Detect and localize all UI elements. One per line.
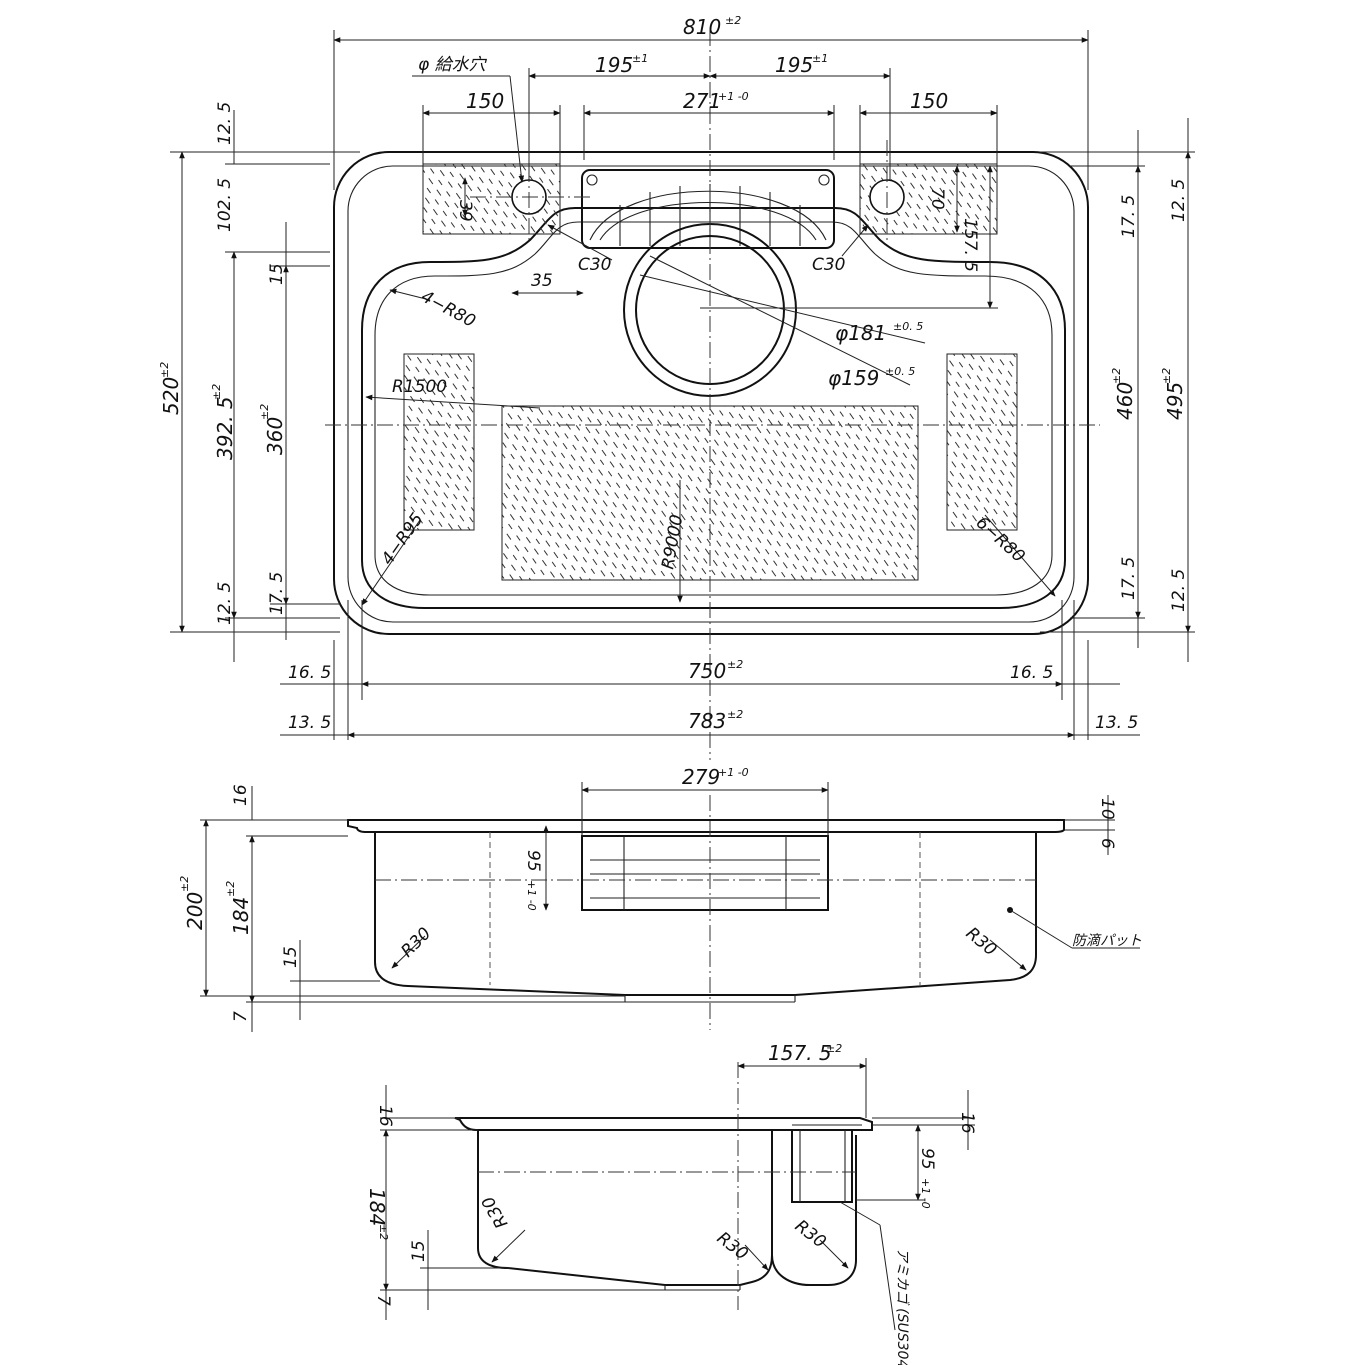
- left-102-5-label: 102. 5: [215, 178, 235, 232]
- drain-outer-label: φ181: [835, 321, 886, 345]
- front-section-view: 279 +1 -0 200 ±2 184 ±2 16 15 7 95 +1 -0…: [178, 765, 1142, 1032]
- left-12-5-bottom-label: 12. 5: [215, 582, 235, 625]
- front-depth-200-tol: ±2: [178, 876, 191, 892]
- front-bowl: [374, 832, 1037, 996]
- radius-r1500-label: R1500: [392, 377, 447, 397]
- bowl-width-750-label: 750: [688, 659, 726, 683]
- front-dim-15-label: 15: [281, 946, 301, 968]
- chamfer-c30-left: C30: [578, 255, 612, 275]
- drain-inner-label: φ159: [828, 366, 879, 390]
- right-pad: [946, 353, 1018, 531]
- left-360-label: 360: [263, 417, 287, 455]
- edge-13-5-left-label: 13. 5: [288, 713, 331, 733]
- side-dim-15-label: 15: [409, 1240, 429, 1262]
- left-392-5-label: 392. 5: [213, 396, 237, 460]
- bowl-inner-outline: [374, 221, 1053, 596]
- bowl-width-750-tol: ±2: [727, 658, 743, 671]
- front-depth-184-label: 184: [229, 897, 253, 935]
- side-dim-157-5-label: 157. 5: [768, 1041, 832, 1065]
- edge-16-5-left-label: 16. 5: [288, 663, 331, 683]
- front-r30-right-label: R30: [962, 924, 1000, 961]
- side-dim-95-tol: +1 -0: [919, 1178, 932, 1209]
- side-depth-184-label: 184: [365, 1188, 389, 1226]
- front-dim-16-label: 16: [231, 784, 251, 806]
- side-dim-16-right-label: 16: [957, 1112, 977, 1134]
- left-520-tol: ±2: [158, 362, 171, 378]
- side-rim: [454, 1117, 873, 1131]
- side-r30-a-label: R30: [478, 1193, 512, 1232]
- drain-inner-tol: ±0. 5: [885, 365, 915, 378]
- right-12-5-top-label: 12. 5: [1169, 179, 1189, 222]
- faucet-spacing-right-label: 195: [775, 53, 813, 77]
- left-360-tol: ±2: [258, 404, 271, 420]
- sink-outer-rim: [333, 151, 1089, 635]
- faucet-spacing-left-tol: ±1: [632, 52, 648, 65]
- deck-right-150-label: 150: [910, 89, 948, 113]
- right-17-5-bottom-label: 17. 5: [1119, 557, 1139, 600]
- left-12-5-top-label: 12. 5: [215, 102, 235, 145]
- left-392-5-tol: ±2: [210, 384, 223, 400]
- front-dim-95-label: 95: [523, 850, 543, 872]
- right-17-5-top-label: 17. 5: [1119, 195, 1139, 238]
- radius-4r80-label: 4−R80: [418, 287, 479, 332]
- right-495-label: 495: [1163, 382, 1187, 420]
- overall-width-label: 810: [683, 15, 721, 39]
- front-dim-95-tol: +1 -0: [525, 880, 538, 911]
- drain-outer-tol: ±0. 5: [893, 320, 923, 333]
- dim-35-label: 35: [531, 271, 553, 291]
- right-460-label: 460: [1113, 382, 1137, 420]
- overall-width-tol: ±2: [725, 14, 741, 27]
- front-r30-left-label: R30: [397, 924, 435, 962]
- side-r30-b-label: R30: [713, 1228, 752, 1264]
- left-520-label: 520: [159, 377, 183, 415]
- edge-13-5-right-label: 13. 5: [1095, 713, 1138, 733]
- front-dim-6-label: 6: [1097, 838, 1117, 849]
- dim-157-5-label: 157. 5: [960, 218, 980, 272]
- front-depth-184-tol: ±2: [224, 881, 237, 897]
- plan-view: 810 ±2 195 ±1 195 ±1 150 150 271 +1 -0 φ…: [158, 14, 1195, 760]
- faucet-spacing-left-label: 195: [595, 53, 633, 77]
- side-r30-c-label: R30: [791, 1216, 830, 1252]
- radius-4r95-label: 4−R95: [378, 509, 428, 568]
- front-basket: [581, 822, 829, 911]
- left-17-5-label: 17. 5: [267, 572, 287, 615]
- left-15-label: 15: [267, 263, 287, 285]
- side-material-label: アミカゴ (SUS304): [894, 1248, 910, 1365]
- dim-70-label: 70: [927, 188, 947, 210]
- front-depth-200-label: 200: [183, 892, 207, 930]
- right-460-tol: ±2: [1110, 368, 1123, 384]
- side-dim-157-5-tol: ±2: [826, 1042, 842, 1055]
- basket-width-label: 271: [683, 89, 721, 113]
- chamfer-c30-right: C30: [812, 255, 846, 275]
- faucet-spacing-right-tol: ±1: [812, 52, 828, 65]
- side-bowl: [477, 1130, 773, 1286]
- hole-label: φ 給水穴: [418, 55, 488, 75]
- side-depth-184-tol: ±2: [377, 1224, 390, 1240]
- front-pad-label: 防滴パット: [1072, 933, 1142, 949]
- side-dim-16-left-label: 16: [375, 1105, 395, 1127]
- side-section-view: 157. 5 ±2 16 184 ±2 15 7 16 95 +1 -0 R30…: [365, 1041, 977, 1365]
- front-basket-279-label: 279: [682, 765, 720, 789]
- right-495-tol: ±2: [1160, 368, 1173, 384]
- side-dim-7-label: 7: [373, 1295, 393, 1306]
- edge-16-5-right-label: 16. 5: [1010, 663, 1053, 683]
- width-783-tol: ±2: [727, 708, 743, 721]
- left-pad: [403, 353, 475, 531]
- deck-left-150-label: 150: [466, 89, 504, 113]
- front-dim-7-label: 7: [231, 1011, 251, 1022]
- right-12-5-bottom-label: 12. 5: [1169, 569, 1189, 612]
- front-dim-10-label: 10: [1097, 798, 1117, 820]
- side-basket: [791, 1124, 862, 1203]
- side-dim-95-label: 95: [917, 1148, 937, 1170]
- front-rim: [347, 819, 1065, 833]
- front-basket-279-tol: +1 -0: [718, 766, 749, 779]
- basket-width-tol: +1 -0: [718, 90, 749, 103]
- dim-39-label: 39: [455, 200, 475, 222]
- width-783-label: 783: [688, 709, 726, 733]
- sink-inner-rim: [347, 165, 1075, 623]
